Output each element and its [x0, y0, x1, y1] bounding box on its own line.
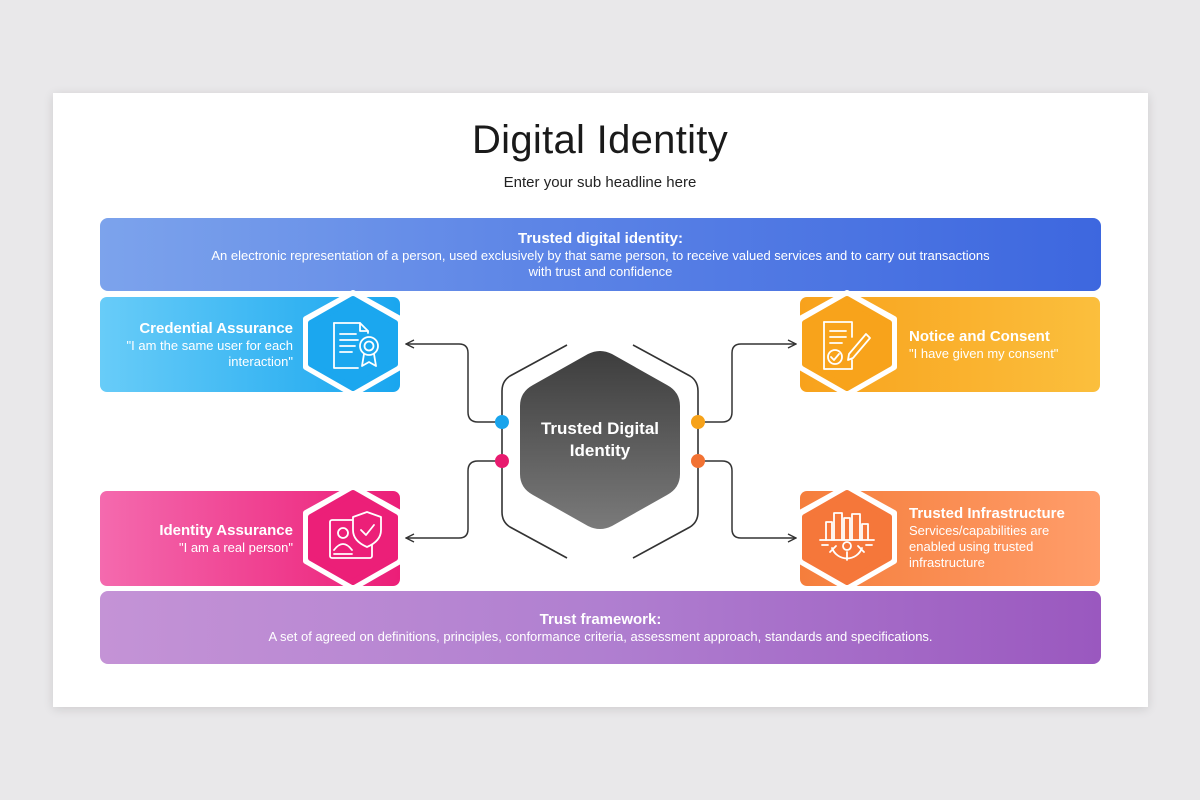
signed-document-icon — [823, 321, 871, 370]
dot-red — [691, 454, 705, 468]
trusted-infrastructure-line2: enabled using trusted — [909, 539, 1034, 554]
connector-credential — [406, 344, 502, 423]
page-title: Digital Identity — [471, 118, 729, 162]
top-band-title: Trusted digital identity: — [517, 230, 683, 247]
top-band-body: An electronic representation of a person… — [211, 248, 990, 279]
identity-assurance-quote: "I am a real person" — [178, 540, 293, 555]
center-label: Trusted Digital Identity — [520, 418, 680, 462]
id-card-shield-icon — [329, 511, 382, 559]
dot-orange — [691, 415, 705, 429]
dot-blue — [495, 415, 509, 429]
credential-assurance-quote-line1: "I am the same user for each — [126, 338, 293, 353]
trust-framework-band: Trust framework: A set of agreed on defi… — [100, 591, 1101, 664]
trusted-infrastructure-text: Trusted Infrastructure Services/capabili… — [909, 506, 1065, 571]
dot-pink — [495, 454, 509, 468]
identity-assurance-text: Identity Assurance "I am a real person" — [159, 523, 293, 556]
trusted-digital-identity-band: Trusted digital identity: An electronic … — [100, 218, 1101, 291]
notice-consent-title: Notice and Consent — [909, 328, 1050, 345]
notice-hexagon — [797, 290, 897, 397]
bottom-band-body: A set of agreed on definitions, principl… — [268, 629, 933, 644]
page-subtitle: Enter your sub headline here — [503, 174, 697, 191]
credential-assurance-quote-line2: interaction" — [228, 354, 293, 369]
credential-assurance-text: Credential Assurance "I am the same user… — [127, 321, 293, 370]
center-label-line2: Identity — [569, 441, 631, 460]
connector-notice — [698, 344, 796, 423]
trusted-infrastructure-line3: infrastructure — [909, 555, 985, 570]
credential-hexagon — [303, 290, 403, 397]
notice-consent-text: Notice and Consent "I have given my cons… — [909, 329, 1058, 362]
infrastructure-hexagon — [797, 484, 897, 591]
center-outline-left — [501, 344, 568, 559]
trusted-infrastructure-title: Trusted Infrastructure — [909, 505, 1065, 522]
connector-identity — [406, 460, 502, 538]
connector-infrastructure — [698, 460, 796, 538]
certificate-icon — [333, 322, 379, 369]
credential-assurance-title: Credential Assurance — [139, 320, 293, 337]
notice-consent-quote: "I have given my consent" — [909, 346, 1059, 361]
bottom-band-title: Trust framework: — [539, 611, 662, 628]
identity-hexagon — [303, 484, 403, 591]
center-outline-right — [632, 344, 699, 559]
identity-assurance-title: Identity Assurance — [159, 522, 293, 539]
trusted-infrastructure-line1: Services/capabilities are — [909, 523, 1050, 538]
center-hexagon — [520, 351, 680, 529]
center-label-line1: Trusted Digital — [540, 419, 660, 438]
city-gear-icon — [819, 512, 875, 561]
